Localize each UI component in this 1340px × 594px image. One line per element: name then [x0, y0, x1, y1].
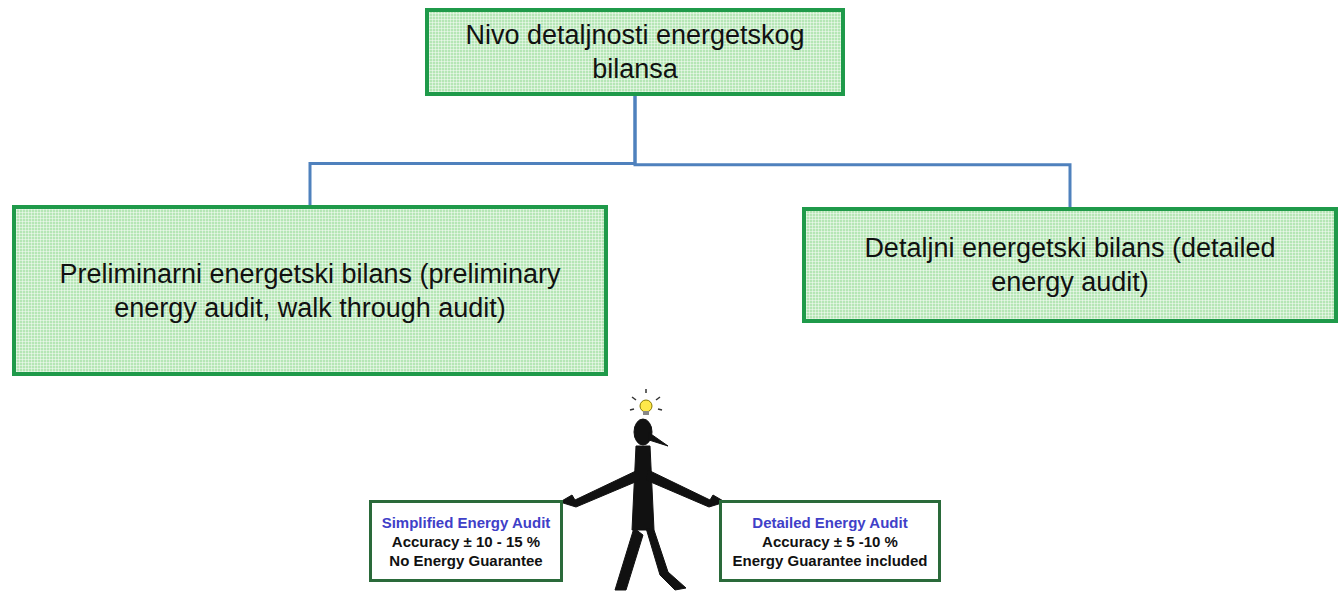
info-box: Simplified Energy AuditAccuracy ± 10 - 1… [369, 500, 564, 582]
box-text: Accuracy ± 5 -10 % [762, 532, 898, 551]
category-box: Preliminarni energetski bilans (prelimin… [12, 205, 608, 376]
box-title: Detailed Energy Audit [752, 513, 907, 532]
box-text: No Energy Guarantee [389, 551, 542, 570]
box-text: Energy Guarantee included [732, 551, 927, 570]
stick-figure [560, 419, 725, 590]
box-text: Accuracy ± 10 - 15 % [392, 532, 540, 551]
tree-connector [635, 96, 1070, 207]
category-box: Detaljni energetski bilans (detailed ene… [802, 207, 1338, 323]
box-title: Detaljni energetski bilans (detailed ene… [820, 231, 1320, 299]
box-title: Preliminarni energetski bilans (prelimin… [30, 257, 590, 325]
light-bulb [630, 389, 662, 415]
box-title: Simplified Energy Audit [382, 513, 551, 532]
tree-connector [310, 96, 635, 205]
info-box: Detailed Energy AuditAccuracy ± 5 -10 %E… [719, 500, 940, 582]
root-box: Nivo detaljnosti energetskog bilansa [425, 8, 845, 96]
box-title: Nivo detaljnosti energetskog bilansa [443, 18, 827, 86]
